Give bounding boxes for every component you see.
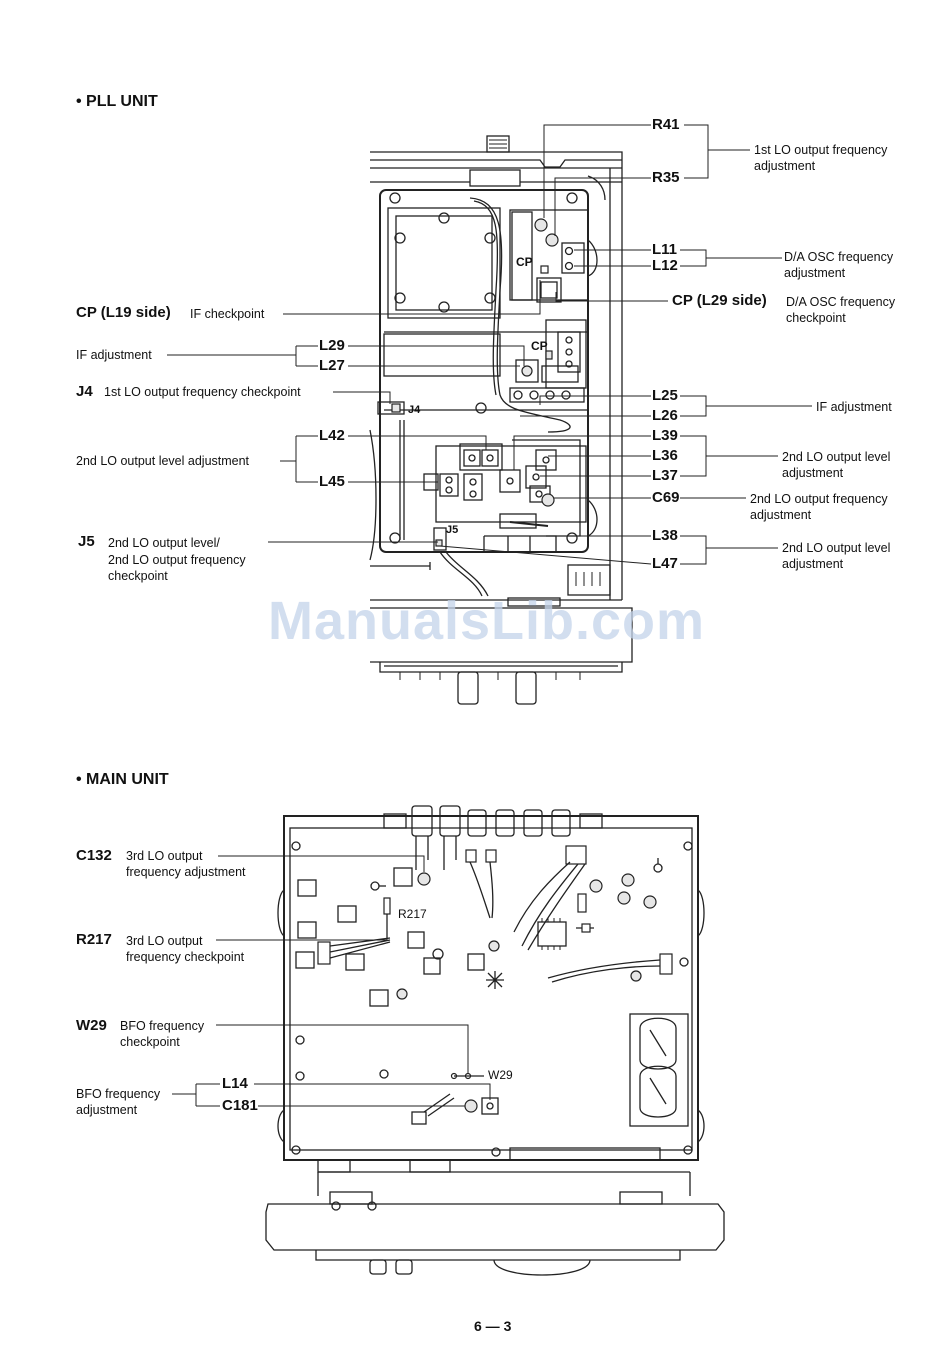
pll-unit-heading: • PLL UNIT xyxy=(76,93,158,110)
ref-l47: L47 xyxy=(652,555,678,572)
ref-l27: L27 xyxy=(319,357,345,374)
ref-w29: W29 xyxy=(76,1017,107,1034)
ref-l39: L39 xyxy=(652,427,678,444)
label-text: D/A OSC frequency checkpoint xyxy=(786,295,896,325)
label-text: 1st LO output frequency adjustment xyxy=(754,143,888,173)
ref-r41: R41 xyxy=(652,116,680,133)
ref-l37: L37 xyxy=(652,467,678,484)
label-2nd-lo-level-adjustment-right-2: 2nd LO output level adjustment xyxy=(782,540,890,572)
label-if-checkpoint: IF checkpoint xyxy=(190,307,265,321)
label-2nd-lo-level-adjustment-left: 2nd LO output level adjustment xyxy=(76,454,250,468)
label-bfo-checkpoint: BFO frequency checkpoint xyxy=(120,1018,204,1050)
ref-l29: L29 xyxy=(319,337,345,354)
main-unit-heading: • MAIN UNIT xyxy=(76,771,169,788)
label-bfo-adjustment: BFO frequency adjustment xyxy=(76,1086,160,1118)
ref-j4: J4 xyxy=(76,383,93,400)
ref-j5: J5 xyxy=(78,533,95,550)
pll-leaders xyxy=(167,124,812,565)
pll-chassis xyxy=(369,135,633,705)
label-text: BFO frequency checkpoint xyxy=(120,1019,205,1049)
watermark-text: ManualsLib.com xyxy=(268,591,706,651)
ref-cp-l29-side: CP (L29 side) xyxy=(672,292,767,309)
ref-l11: L11 xyxy=(652,241,678,258)
label-1st-lo-checkpoint: 1st LO output frequency checkpoint xyxy=(104,385,301,399)
ref-r35: R35 xyxy=(652,169,680,186)
ref-l25: L25 xyxy=(652,387,678,404)
ref-l42: L42 xyxy=(319,427,345,444)
board-label-j4: J4 xyxy=(408,404,421,416)
label-text: D/A OSC frequency adjustment xyxy=(784,250,894,280)
board-label-r217: R217 xyxy=(398,907,427,921)
board-label-j5: J5 xyxy=(446,524,459,536)
board-label-cp-a: CP xyxy=(516,255,533,269)
ref-l12: L12 xyxy=(652,257,678,274)
label-text: 3rd LO output frequency adjustment xyxy=(126,849,246,879)
label-2nd-lo-level-adjustment-right-1: 2nd LO output level adjustment xyxy=(782,449,890,481)
label-2nd-lo-frequency-adjustment: 2nd LO output frequency adjustment xyxy=(750,491,888,523)
label-da-osc-adjustment: D/A OSC frequency adjustment xyxy=(784,249,893,281)
label-if-adjustment-right: IF adjustment xyxy=(816,400,892,414)
label-text: 2nd LO output frequency adjustment xyxy=(750,492,888,522)
label-text: 3rd LO output frequency checkpoint xyxy=(126,934,245,964)
page-number: 6 — 3 xyxy=(474,1318,512,1334)
label-text: BFO frequency adjustment xyxy=(76,1087,161,1117)
ref-c69: C69 xyxy=(652,489,680,506)
label-da-osc-checkpoint: D/A OSC frequency checkpoint xyxy=(786,294,895,326)
label-3rd-lo-checkpoint: 3rd LO output frequency checkpoint xyxy=(126,933,244,965)
ref-l38: L38 xyxy=(652,527,678,544)
label-text: 2nd LO output level adjustment xyxy=(782,541,891,571)
board-label-cp-b: CP xyxy=(531,339,548,353)
label-3rd-lo-adjustment: 3rd LO output frequency adjustment xyxy=(126,848,246,880)
label-1st-lo-adjustment: 1st LO output frequency adjustment xyxy=(754,142,887,174)
board-label-w29: W29 xyxy=(488,1068,513,1082)
label-2nd-lo-checkpoint: 2nd LO output level/ 2nd LO output frequ… xyxy=(108,535,246,585)
ref-l14: L14 xyxy=(222,1075,248,1092)
ref-l45: L45 xyxy=(319,473,345,490)
ref-l26: L26 xyxy=(652,407,678,424)
ref-l36: L36 xyxy=(652,447,678,464)
label-text: 2nd LO output level/ 2nd LO output frequ… xyxy=(108,536,246,583)
label-text: 2nd LO output level adjustment xyxy=(782,450,891,480)
ref-cp-l19-side: CP (L19 side) xyxy=(76,304,171,321)
ref-c181: C181 xyxy=(222,1097,258,1114)
label-if-adjustment-left: IF adjustment xyxy=(76,348,152,362)
main-chassis xyxy=(172,805,725,1276)
ref-c132: C132 xyxy=(76,847,112,864)
ref-r217: R217 xyxy=(76,931,112,948)
